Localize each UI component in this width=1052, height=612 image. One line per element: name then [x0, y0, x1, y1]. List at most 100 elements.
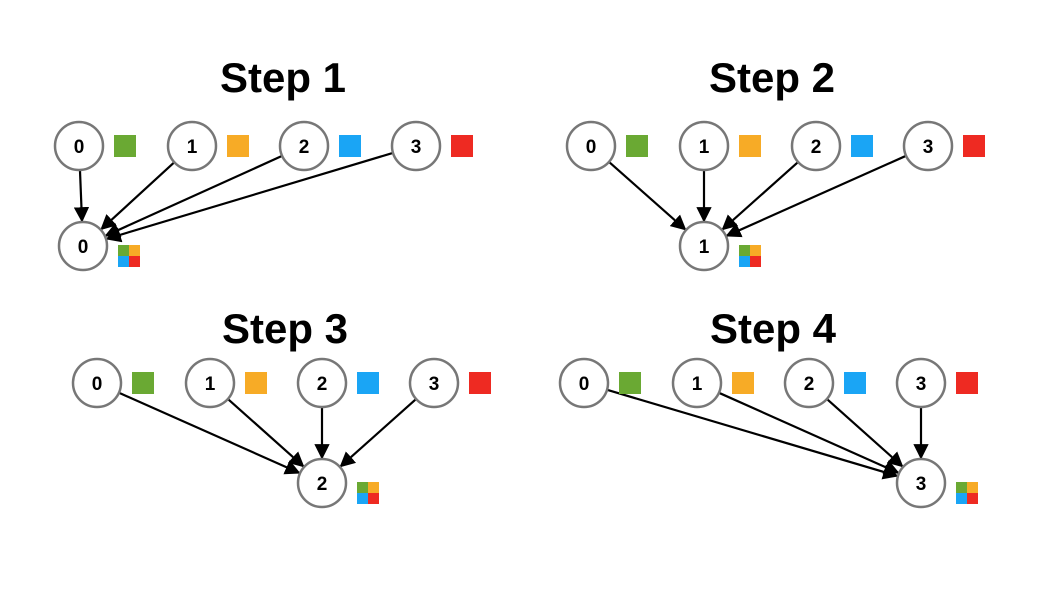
data-chunk-3-icon: [451, 135, 473, 157]
combined-four-color-square-icon: [118, 245, 140, 267]
node-circle: [296, 357, 348, 409]
step-title: Step 1: [220, 54, 346, 101]
edge-arrow: [826, 398, 904, 468]
node-circle: [895, 457, 947, 509]
node-label: 3: [916, 474, 927, 495]
target-node-3: 3: [895, 457, 947, 509]
node-label: 1: [699, 237, 710, 258]
edge-arrow: [100, 162, 175, 231]
node-circle: [408, 357, 460, 409]
node-circle: [565, 120, 617, 172]
edge-arrow: [104, 155, 282, 237]
source-node-1: 1: [166, 120, 218, 172]
data-chunk-0-icon: [114, 135, 136, 157]
data-chunk-1-icon: [732, 372, 754, 394]
edge-arrow: [73, 170, 90, 223]
data-chunk-2-icon: [357, 372, 379, 394]
node-label: 2: [804, 374, 815, 395]
step-title: Step 3: [222, 305, 348, 352]
node-circle: [783, 357, 835, 409]
node-circle: [902, 120, 954, 172]
edge-arrow: [607, 389, 899, 480]
node-label: 1: [205, 374, 216, 395]
node-label: 1: [187, 137, 198, 158]
data-chunk-0-icon: [132, 372, 154, 394]
data-chunk-1-icon: [245, 372, 267, 394]
node-label: 2: [299, 137, 310, 158]
source-node-2: 2: [790, 120, 842, 172]
node-circle: [671, 357, 723, 409]
node-label: 1: [692, 374, 703, 395]
node-circle: [166, 120, 218, 172]
edge-arrow: [608, 161, 687, 231]
combined-four-color-square-icon: [956, 482, 978, 504]
node-label: 0: [74, 137, 85, 158]
node-label: 0: [78, 237, 89, 258]
step-panel-1: Step 1 0 1 2 3 0: [53, 54, 473, 272]
node-label: 0: [92, 374, 103, 395]
step-panel-2: Step 2 0 1 2 3 1: [565, 54, 985, 272]
node-label: 3: [429, 374, 440, 395]
node-label: 0: [579, 374, 590, 395]
node-circle: [678, 220, 730, 272]
source-node-0: 0: [565, 120, 617, 172]
source-node-1: 1: [671, 357, 723, 409]
source-node-2: 2: [783, 357, 835, 409]
node-circle: [296, 457, 348, 509]
node-label: 0: [586, 137, 597, 158]
data-chunk-2-icon: [844, 372, 866, 394]
node-circle: [390, 120, 442, 172]
node-circle: [895, 357, 947, 409]
node-label: 1: [699, 137, 710, 158]
source-node-0: 0: [558, 357, 610, 409]
source-node-2: 2: [296, 357, 348, 409]
data-chunk-2-icon: [851, 135, 873, 157]
step-panel-3: Step 3 0 1 2 3 2: [71, 305, 491, 509]
data-chunk-0-icon: [619, 372, 641, 394]
edge-arrow: [725, 155, 906, 238]
node-label: 3: [916, 374, 927, 395]
edge-arrow: [227, 398, 305, 468]
data-chunk-3-icon: [963, 135, 985, 157]
source-node-3: 3: [902, 120, 954, 172]
data-chunk-3-icon: [956, 372, 978, 394]
step-title: Step 2: [709, 54, 835, 101]
edge-arrow: [721, 161, 799, 231]
combined-four-color-square-icon: [739, 245, 761, 267]
source-node-2: 2: [278, 120, 330, 172]
source-node-0: 0: [53, 120, 105, 172]
node-circle: [558, 357, 610, 409]
step-title: Step 4: [710, 305, 837, 352]
target-node-0: 0: [57, 220, 109, 272]
node-circle: [678, 120, 730, 172]
source-node-3: 3: [408, 357, 460, 409]
data-chunk-1-icon: [227, 135, 249, 157]
source-node-1: 1: [184, 357, 236, 409]
edge-arrow: [339, 398, 417, 468]
step-panel-4: Step 4 0 1 2 3 3: [558, 305, 978, 509]
edge-arrow: [105, 152, 393, 243]
data-chunk-0-icon: [626, 135, 648, 157]
target-node-1: 1: [678, 220, 730, 272]
node-label: 3: [411, 137, 422, 158]
data-chunk-3-icon: [469, 372, 491, 394]
node-circle: [57, 220, 109, 272]
node-label: 2: [317, 374, 328, 395]
data-chunk-2-icon: [339, 135, 361, 157]
node-label: 2: [811, 137, 822, 158]
source-node-1: 1: [678, 120, 730, 172]
node-circle: [71, 357, 123, 409]
node-circle: [790, 120, 842, 172]
node-circle: [53, 120, 105, 172]
source-node-0: 0: [71, 357, 123, 409]
combined-four-color-square-icon: [357, 482, 379, 504]
source-node-3: 3: [390, 120, 442, 172]
edge-arrow: [719, 392, 900, 475]
target-node-2: 2: [296, 457, 348, 509]
node-circle: [278, 120, 330, 172]
edge-arrow: [119, 392, 301, 475]
node-label: 3: [923, 137, 934, 158]
source-node-3: 3: [895, 357, 947, 409]
